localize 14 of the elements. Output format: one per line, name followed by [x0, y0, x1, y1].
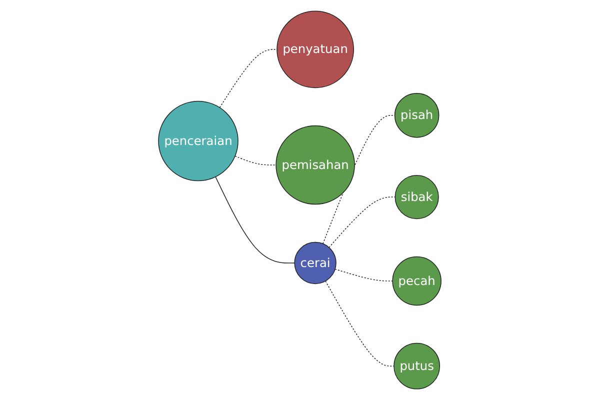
node-circle: putus [394, 342, 440, 390]
node-circle: penceraian [158, 100, 239, 182]
node-circle: pecah [392, 256, 442, 306]
connector [234, 156, 277, 166]
node-circle: penyatuan [276, 10, 354, 88]
connector [220, 49, 278, 108]
node-circle: pemisahan [276, 125, 356, 205]
connector [325, 280, 395, 366]
node-circle: sibak [394, 175, 440, 220]
node-circle: cerai [294, 242, 337, 284]
node-circle: pisah [394, 92, 440, 138]
connector [334, 268, 394, 282]
connector [215, 176, 296, 264]
connector [328, 196, 396, 248]
